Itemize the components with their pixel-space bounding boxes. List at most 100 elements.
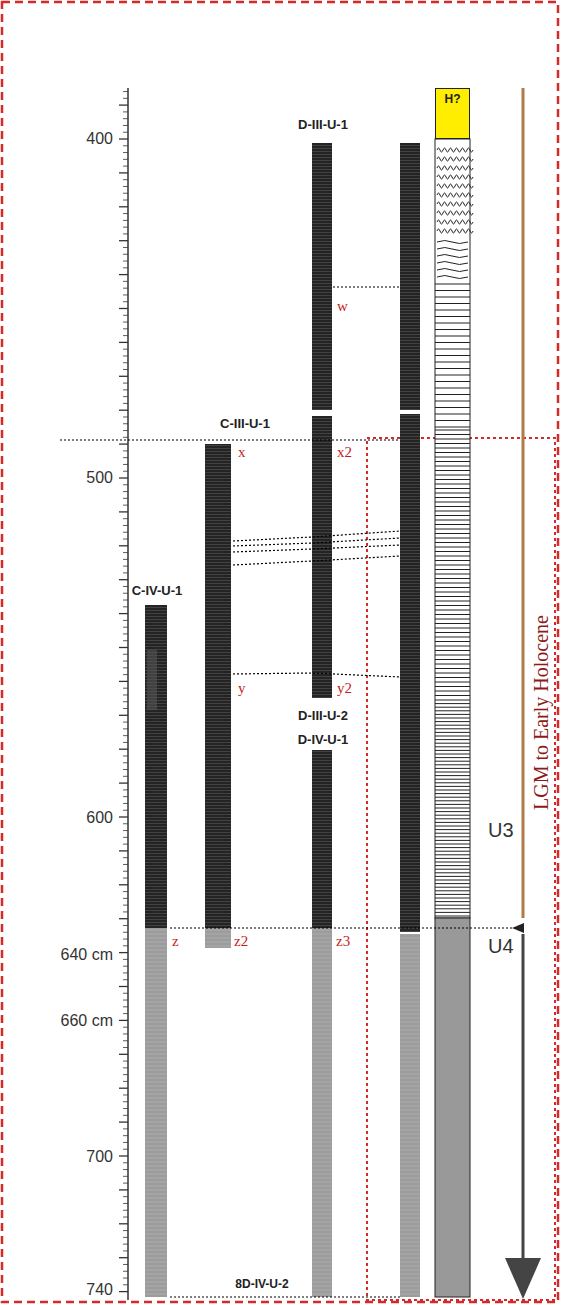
lamination-line	[435, 710, 470, 711]
lamination-line	[435, 427, 470, 428]
axis-tick	[123, 593, 128, 594]
axis-tick	[119, 1189, 128, 1190]
lamination-line	[435, 883, 470, 884]
lamination-line	[435, 578, 470, 579]
axis-tick	[119, 681, 128, 682]
axis-tick	[123, 1067, 128, 1068]
lamination-line	[435, 865, 470, 866]
axis-tick	[123, 1244, 128, 1245]
axis-tick	[123, 186, 128, 187]
lamination-line	[435, 362, 470, 363]
wavy-lamination	[437, 276, 468, 279]
axis-tick	[123, 200, 128, 201]
axis-tick	[123, 891, 128, 892]
lamination-line	[435, 394, 470, 395]
lamination-line	[435, 303, 470, 304]
axis-tick	[123, 769, 128, 770]
axis-tick	[123, 972, 128, 973]
axis-tick	[123, 322, 128, 323]
axis-tick	[123, 247, 128, 248]
lamination-line	[435, 898, 470, 899]
lamination-line	[435, 349, 470, 350]
lamination-line	[435, 375, 470, 376]
axis-tick	[123, 1284, 128, 1285]
axis-tick	[123, 159, 128, 160]
lamination-line	[435, 804, 470, 805]
wavy-lamination	[437, 202, 473, 206]
lamination-line	[435, 560, 470, 561]
axis-tick	[123, 1115, 128, 1116]
lamination-line	[435, 342, 470, 343]
core-section	[312, 750, 332, 928]
axis-tick	[123, 667, 128, 668]
tie-point: y2	[337, 680, 352, 697]
lamination-line	[435, 569, 470, 570]
axis-tick	[123, 1203, 128, 1204]
axis-value: 400	[86, 130, 113, 148]
lamination-line	[435, 707, 470, 708]
axis-tick	[123, 383, 128, 384]
axis-tick	[123, 213, 128, 214]
axis-tick	[123, 261, 128, 262]
axis-tick	[123, 932, 128, 933]
lamination-line	[435, 596, 470, 597]
axis-tick	[123, 823, 128, 824]
lamination-line	[435, 854, 470, 855]
axis-tick	[123, 227, 128, 228]
lamination-line	[435, 551, 470, 552]
axis-tick	[123, 1169, 128, 1170]
lamination-line	[435, 420, 470, 421]
axis-tick	[123, 98, 128, 99]
lamination-line	[435, 912, 470, 913]
lamination-line	[435, 655, 470, 656]
axis-tick	[123, 1135, 128, 1136]
axis-value: 600	[86, 809, 113, 827]
axis-tick	[123, 539, 128, 540]
composite-core	[400, 414, 420, 932]
axis-tick	[119, 986, 128, 987]
lamination-line	[435, 775, 470, 776]
lamination-line	[435, 714, 470, 715]
axis-tick	[123, 1149, 128, 1150]
lamination-line	[435, 641, 470, 642]
lamination-line	[435, 869, 470, 870]
axis-tick	[123, 857, 128, 858]
lamination-line	[435, 407, 470, 408]
axis-tick	[123, 627, 128, 628]
tie-point: w	[337, 298, 348, 315]
axis-tick	[123, 1101, 128, 1102]
axis-tick	[123, 654, 128, 655]
lamination-line	[435, 443, 470, 444]
axis-tick	[119, 342, 128, 343]
axis-tick	[123, 416, 128, 417]
axis-tick	[123, 735, 128, 736]
lamination-line	[435, 542, 470, 543]
axis-tick	[123, 328, 128, 329]
axis-tick	[123, 939, 128, 940]
axis-tick	[123, 498, 128, 499]
lamination-line	[435, 493, 470, 494]
axis-tick	[123, 796, 128, 797]
tie-point: x2	[337, 444, 352, 461]
lamination-line	[435, 556, 470, 557]
axis-tick	[119, 1155, 128, 1156]
lamination-line	[435, 297, 470, 298]
wavy-lamination	[437, 269, 468, 272]
axis-tick	[119, 511, 128, 512]
lamination-line	[435, 890, 470, 891]
lamination-line	[435, 637, 470, 638]
axis-tick	[123, 450, 128, 451]
wavy-lamination	[437, 229, 473, 233]
axis-tick	[123, 776, 128, 777]
axis-tick	[119, 1223, 128, 1224]
axis-tick	[123, 1094, 128, 1095]
axis-tick	[123, 905, 128, 906]
axis-tick	[123, 694, 128, 695]
lamination-line	[435, 905, 470, 906]
lamination-line	[435, 739, 470, 740]
lamination-line	[435, 772, 470, 773]
axis-tick	[123, 1128, 128, 1129]
axis-tick	[123, 552, 128, 553]
lamination-line	[435, 605, 470, 606]
